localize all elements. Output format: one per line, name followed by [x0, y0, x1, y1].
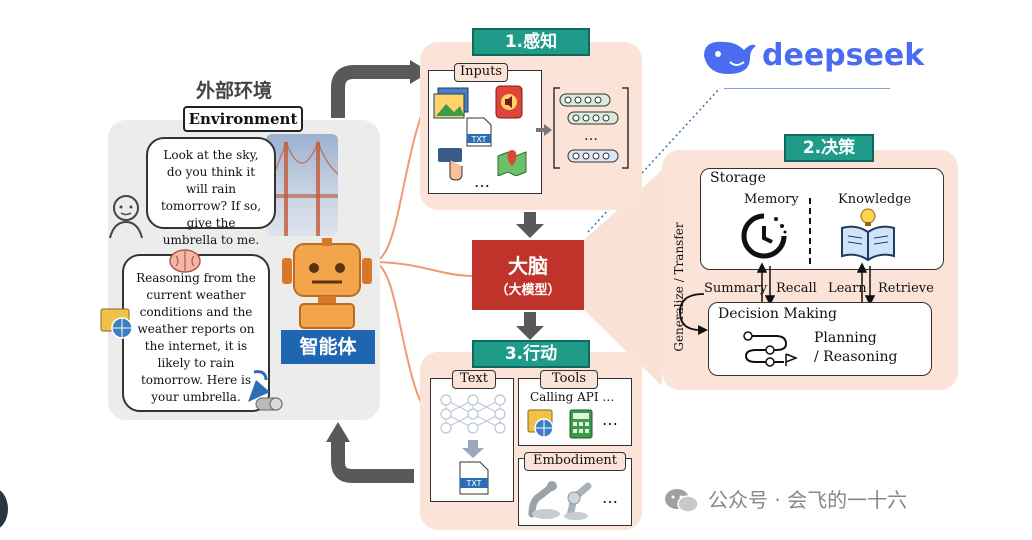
brain-title: 大脑 [508, 254, 548, 278]
txt-file-icon: TXT [466, 117, 492, 147]
wechat-icon [665, 489, 699, 513]
storage-label: Storage [710, 170, 766, 186]
retrieve-label: Retrieve [878, 281, 934, 296]
storage-divider [809, 198, 811, 264]
foggy-bridge-image [266, 134, 338, 236]
embodiment-ellipsis: … [602, 488, 618, 507]
robot-arm-umbrella-icon [248, 370, 283, 411]
api-tools-icons [527, 409, 593, 439]
learn-label: Learn [828, 281, 867, 296]
robot-agent-icon [282, 238, 372, 329]
calling-api-text: Calling API … [530, 390, 615, 404]
action-header: 3.行动 [472, 340, 590, 368]
brain-llm-box: 大脑 （大模型） [472, 240, 584, 310]
decision-header: 2.决策 [784, 134, 874, 162]
logo-underline [724, 88, 890, 89]
storage-box [700, 168, 944, 270]
memory-label: Memory [744, 192, 799, 207]
memory-clock-icon [741, 213, 787, 259]
brain-to-decision-beam [584, 170, 662, 386]
knowledge-label: Knowledge [838, 192, 912, 207]
decision-making-label: Decision Making [718, 306, 838, 322]
deepseek-whale-icon [704, 41, 756, 74]
generalize-transfer-label: Generalize / Transfer [672, 222, 686, 352]
neural-network-icon: TXT [440, 394, 506, 495]
agent-label: 智能体 [281, 330, 375, 364]
text-label: Text [452, 370, 496, 389]
edge-avatar [0, 488, 8, 530]
inputs-to-tokens-arrow [536, 124, 552, 136]
action-to-env-arrowhead [326, 422, 350, 442]
knowledge-book-icon [841, 208, 895, 262]
brain-to-action-arrow [516, 326, 544, 340]
env-to-perception-arrow [331, 65, 412, 118]
watermark-text: 公众号 · 会飞的一十六 [708, 488, 908, 512]
brain-icon [169, 249, 201, 273]
tokens-ellipsis: … [584, 128, 598, 144]
touch-screen-icon [438, 148, 463, 181]
txt-icon-text: TXT [470, 135, 486, 144]
inputs-label: Inputs [454, 63, 508, 82]
planning-path-icon [743, 331, 799, 367]
embodiment-label: Embodiment [524, 452, 626, 471]
generalize-loop-arrow [679, 293, 708, 335]
planning-label: Planning [814, 330, 877, 346]
txt-output-text: TXT [465, 479, 481, 488]
user-speech-bubble: Look at the sky, do you think it will ra… [146, 137, 276, 247]
action-to-env-arrow [331, 440, 414, 483]
token-sequence-bracket [553, 87, 629, 169]
tools-ellipsis: … [602, 410, 618, 429]
recall-label: Recall [776, 281, 817, 296]
perception-to-brain-arrow [516, 224, 544, 238]
perception-header: 1.感知 [472, 28, 590, 56]
deepseek-logo-text: deepseek [762, 38, 925, 73]
map-location-icon [497, 150, 527, 176]
environment-label: Environment [183, 106, 303, 132]
image-icon [433, 87, 469, 119]
agent-to-brain-curve [371, 261, 475, 277]
robot-arms-icon [528, 481, 592, 520]
audio-icon [495, 85, 523, 119]
environment-title: 外部环境 [196, 80, 273, 102]
agent-speech-bubble: Reasoning from the current weather condi… [122, 254, 270, 412]
web-globe-icon [100, 308, 133, 339]
tools-label: Tools [540, 370, 598, 389]
brain-subtitle: （大模型） [495, 283, 561, 298]
reasoning-label: / Reasoning [814, 349, 898, 365]
memory-flow-arrows [756, 262, 876, 306]
summary-label: Summary [704, 281, 768, 296]
user-icon [109, 195, 143, 239]
inputs-ellipsis: … [474, 172, 490, 191]
